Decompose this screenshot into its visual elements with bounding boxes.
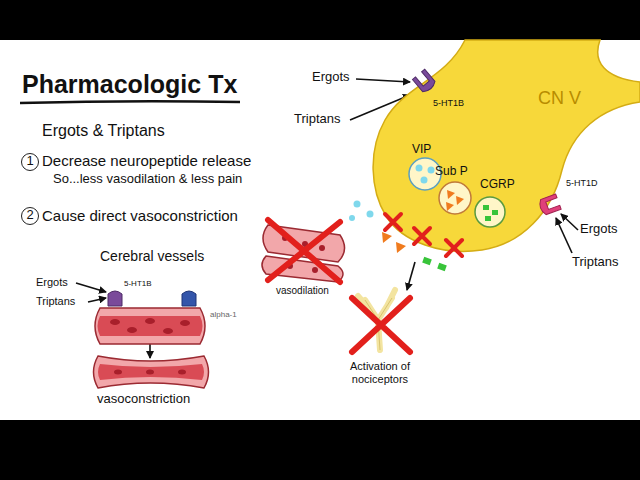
list-subitem: So...less vasodilation & less pain [53, 172, 242, 187]
subp-vesicle [447, 190, 455, 199]
released-neuropeptides [422, 257, 447, 271]
subp-vesicle [439, 182, 471, 214]
released-neuropeptides [422, 257, 432, 265]
nociceptor [352, 298, 410, 352]
5ht1b-receptor [108, 291, 122, 306]
vesicle-label: CGRP [480, 178, 515, 192]
cerebral-vessel-constricted [146, 370, 154, 375]
section-label: Cerebral vessels [100, 248, 204, 264]
dilated-vessel-crossed [262, 220, 345, 282]
cgrp-vesicle [492, 210, 498, 215]
leader-arrows [149, 343, 151, 358]
drug-label: Triptans [294, 112, 340, 127]
drug-label: Triptans [572, 255, 618, 270]
released-neuropeptides [382, 232, 392, 243]
drug-label: Ergots [580, 222, 618, 237]
list-number-circle: 2 [21, 207, 39, 225]
cerebral-vessel-normal [180, 320, 190, 326]
callout-number: 2 [22, 208, 38, 223]
dilated-vessel-crossed [319, 245, 325, 251]
cerebral-vessel-normal [110, 319, 120, 325]
list-item: Decrease neuropeptide release [42, 152, 251, 169]
cerebral-vessel-normal [163, 328, 173, 334]
vesicle-label: VIP [412, 143, 431, 157]
list-number-circle: 1 [21, 153, 39, 171]
released-neuropeptides [349, 215, 355, 221]
vip-vesicle [416, 165, 423, 172]
release-block-crosses [446, 240, 462, 256]
cgrp-vesicle [475, 197, 505, 227]
cerebral-vessel-normal [145, 318, 155, 324]
alpha1-receptor [182, 291, 196, 306]
cerebral-vessel-constricted [94, 356, 209, 388]
effect-label: Activation of nociceptors [335, 360, 425, 385]
leader-arrows [407, 262, 415, 290]
nerve-label: CN V [538, 88, 581, 109]
subp-vesicle [446, 190, 464, 211]
released-neuropeptides [349, 201, 374, 222]
leader-arrows [88, 298, 106, 302]
subp-vesicle [456, 196, 464, 205]
cgrp-vesicle [475, 197, 505, 227]
effect-label: vasodilation [276, 285, 329, 297]
receptor-label: 5-HT1D [566, 178, 598, 188]
callout-number: 1 [22, 154, 38, 169]
drug-label: Ergots [312, 70, 350, 85]
neuron-body [373, 40, 640, 251]
vesicle-label: Sub P [435, 165, 468, 179]
release-block-crosses [414, 228, 430, 244]
released-neuropeptides [396, 242, 406, 253]
page-title: Pharmacologic Tx [22, 70, 237, 99]
subp-vesicle [446, 202, 454, 211]
5ht1d-receptor [538, 194, 561, 216]
leader-arrows [76, 283, 106, 292]
vip-vesicle [416, 165, 435, 184]
cgrp-vesicle [483, 205, 498, 221]
letterbox-bar [0, 0, 640, 40]
leader-arrows [561, 214, 578, 230]
subp-vesicle [439, 182, 471, 214]
5ht1d-receptor [538, 194, 561, 216]
drug-label: Triptans [36, 295, 75, 308]
leader-arrows [556, 218, 572, 253]
5ht1b-receptor [412, 69, 436, 94]
list-item: Cause direct vasoconstriction [42, 207, 238, 224]
vip-vesicle [428, 167, 435, 174]
cerebral-vessel-constricted [98, 364, 204, 380]
neuron-outline [373, 40, 640, 256]
vip-vesicle [421, 177, 428, 184]
cerebral-vessel-constricted [178, 370, 186, 375]
dilated-vessel-crossed [312, 267, 318, 273]
released-neuropeptides [354, 201, 361, 208]
cgrp-vesicle [485, 216, 491, 221]
leader-arrows [356, 79, 410, 82]
effect-label: vasoconstriction [97, 392, 190, 407]
cerebral-vessel-constricted [114, 370, 122, 375]
title-underline [20, 101, 240, 103]
release-block-crosses [385, 214, 462, 256]
released-neuropeptides [382, 232, 406, 253]
cerebral-vessel-normal [98, 316, 203, 336]
receptor-label: alpha-1 [210, 310, 237, 319]
nociceptor [352, 290, 410, 352]
cerebral-vessel-normal [110, 318, 190, 334]
cerebral-vessel-constricted [94, 356, 209, 388]
released-neuropeptides [437, 263, 447, 271]
receptor-label: 5-HT1B [433, 98, 464, 108]
dilated-vessel-crossed [268, 220, 340, 282]
5ht1b-receptor [412, 69, 436, 94]
drug-label: Ergots [36, 276, 68, 289]
cerebral-vessel-normal [95, 308, 205, 344]
letterbox-bar [0, 420, 640, 480]
released-neuropeptides [367, 211, 374, 218]
release-block-crosses [385, 214, 401, 230]
cerebral-vessel-constricted [114, 370, 186, 375]
subheading: Ergots & Triptans [42, 122, 165, 140]
cgrp-vesicle [483, 205, 489, 210]
receptor-label: 5-HT1B [124, 279, 152, 288]
cerebral-vessel-normal [127, 327, 137, 333]
cerebral-vessel-normal [95, 291, 205, 344]
